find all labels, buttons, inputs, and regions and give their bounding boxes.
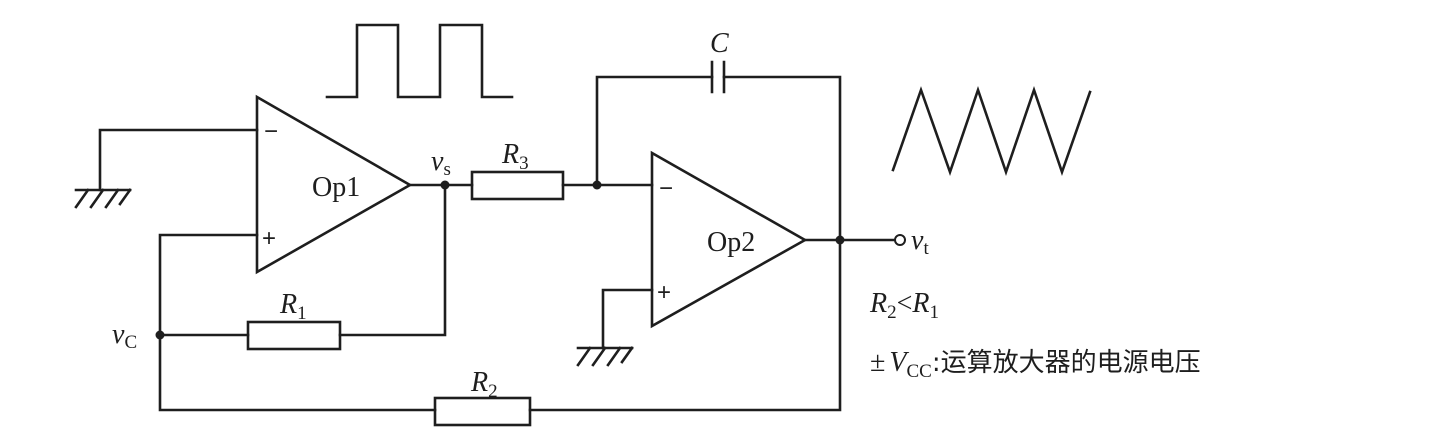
wire-capacitor-right [722,75,842,242]
node-op2-output [835,235,845,245]
op2-label: Op2 [707,227,755,258]
supply-note: ±VCC:运算放大器的电源电压 [870,347,1201,382]
wire-r2-to-op2-output [528,238,842,412]
node-vt-label: vt [911,225,929,259]
op1-label: Op1 [312,172,360,203]
wire-r1-to-vs [338,183,447,337]
op1-noninverting-sign: + [262,225,276,252]
capacitor-c-label: C [710,28,729,59]
node-vs-label: vs [431,146,451,180]
wire-op1-noninverting-to-vc [158,233,437,412]
op-amp-op2 [650,150,808,329]
op2-noninverting-sign: + [657,279,671,306]
wire-capacitor-left [595,75,714,187]
op1-inverting-sign: − [264,118,278,145]
resistor-r3 [470,170,565,201]
wire-op1-inverting-to-ground [98,128,259,192]
triangle-wave-icon [891,85,1092,177]
ground-symbol-op1 [74,188,132,209]
condition-note: R2<R1 [869,288,939,323]
op2-inverting-sign: − [659,175,673,202]
op-amp-op1 [255,94,413,275]
node-vc [155,330,165,340]
resistor-r2 [433,396,532,427]
resistor-r3-label: R3 [501,139,529,174]
output-terminal-vt [894,234,906,246]
resistor-r2-label: R2 [470,367,498,402]
node-vs [440,180,450,190]
square-wave-icon [325,23,514,99]
capacitor-c [710,60,726,94]
node-op2-inverting [592,180,602,190]
resistor-r1-label: R1 [279,289,307,324]
resistor-r1 [246,320,342,351]
wire-op2-noninverting-to-ground [601,288,654,350]
ground-symbol-op2 [576,346,634,367]
node-vc-label: vC [112,319,137,353]
